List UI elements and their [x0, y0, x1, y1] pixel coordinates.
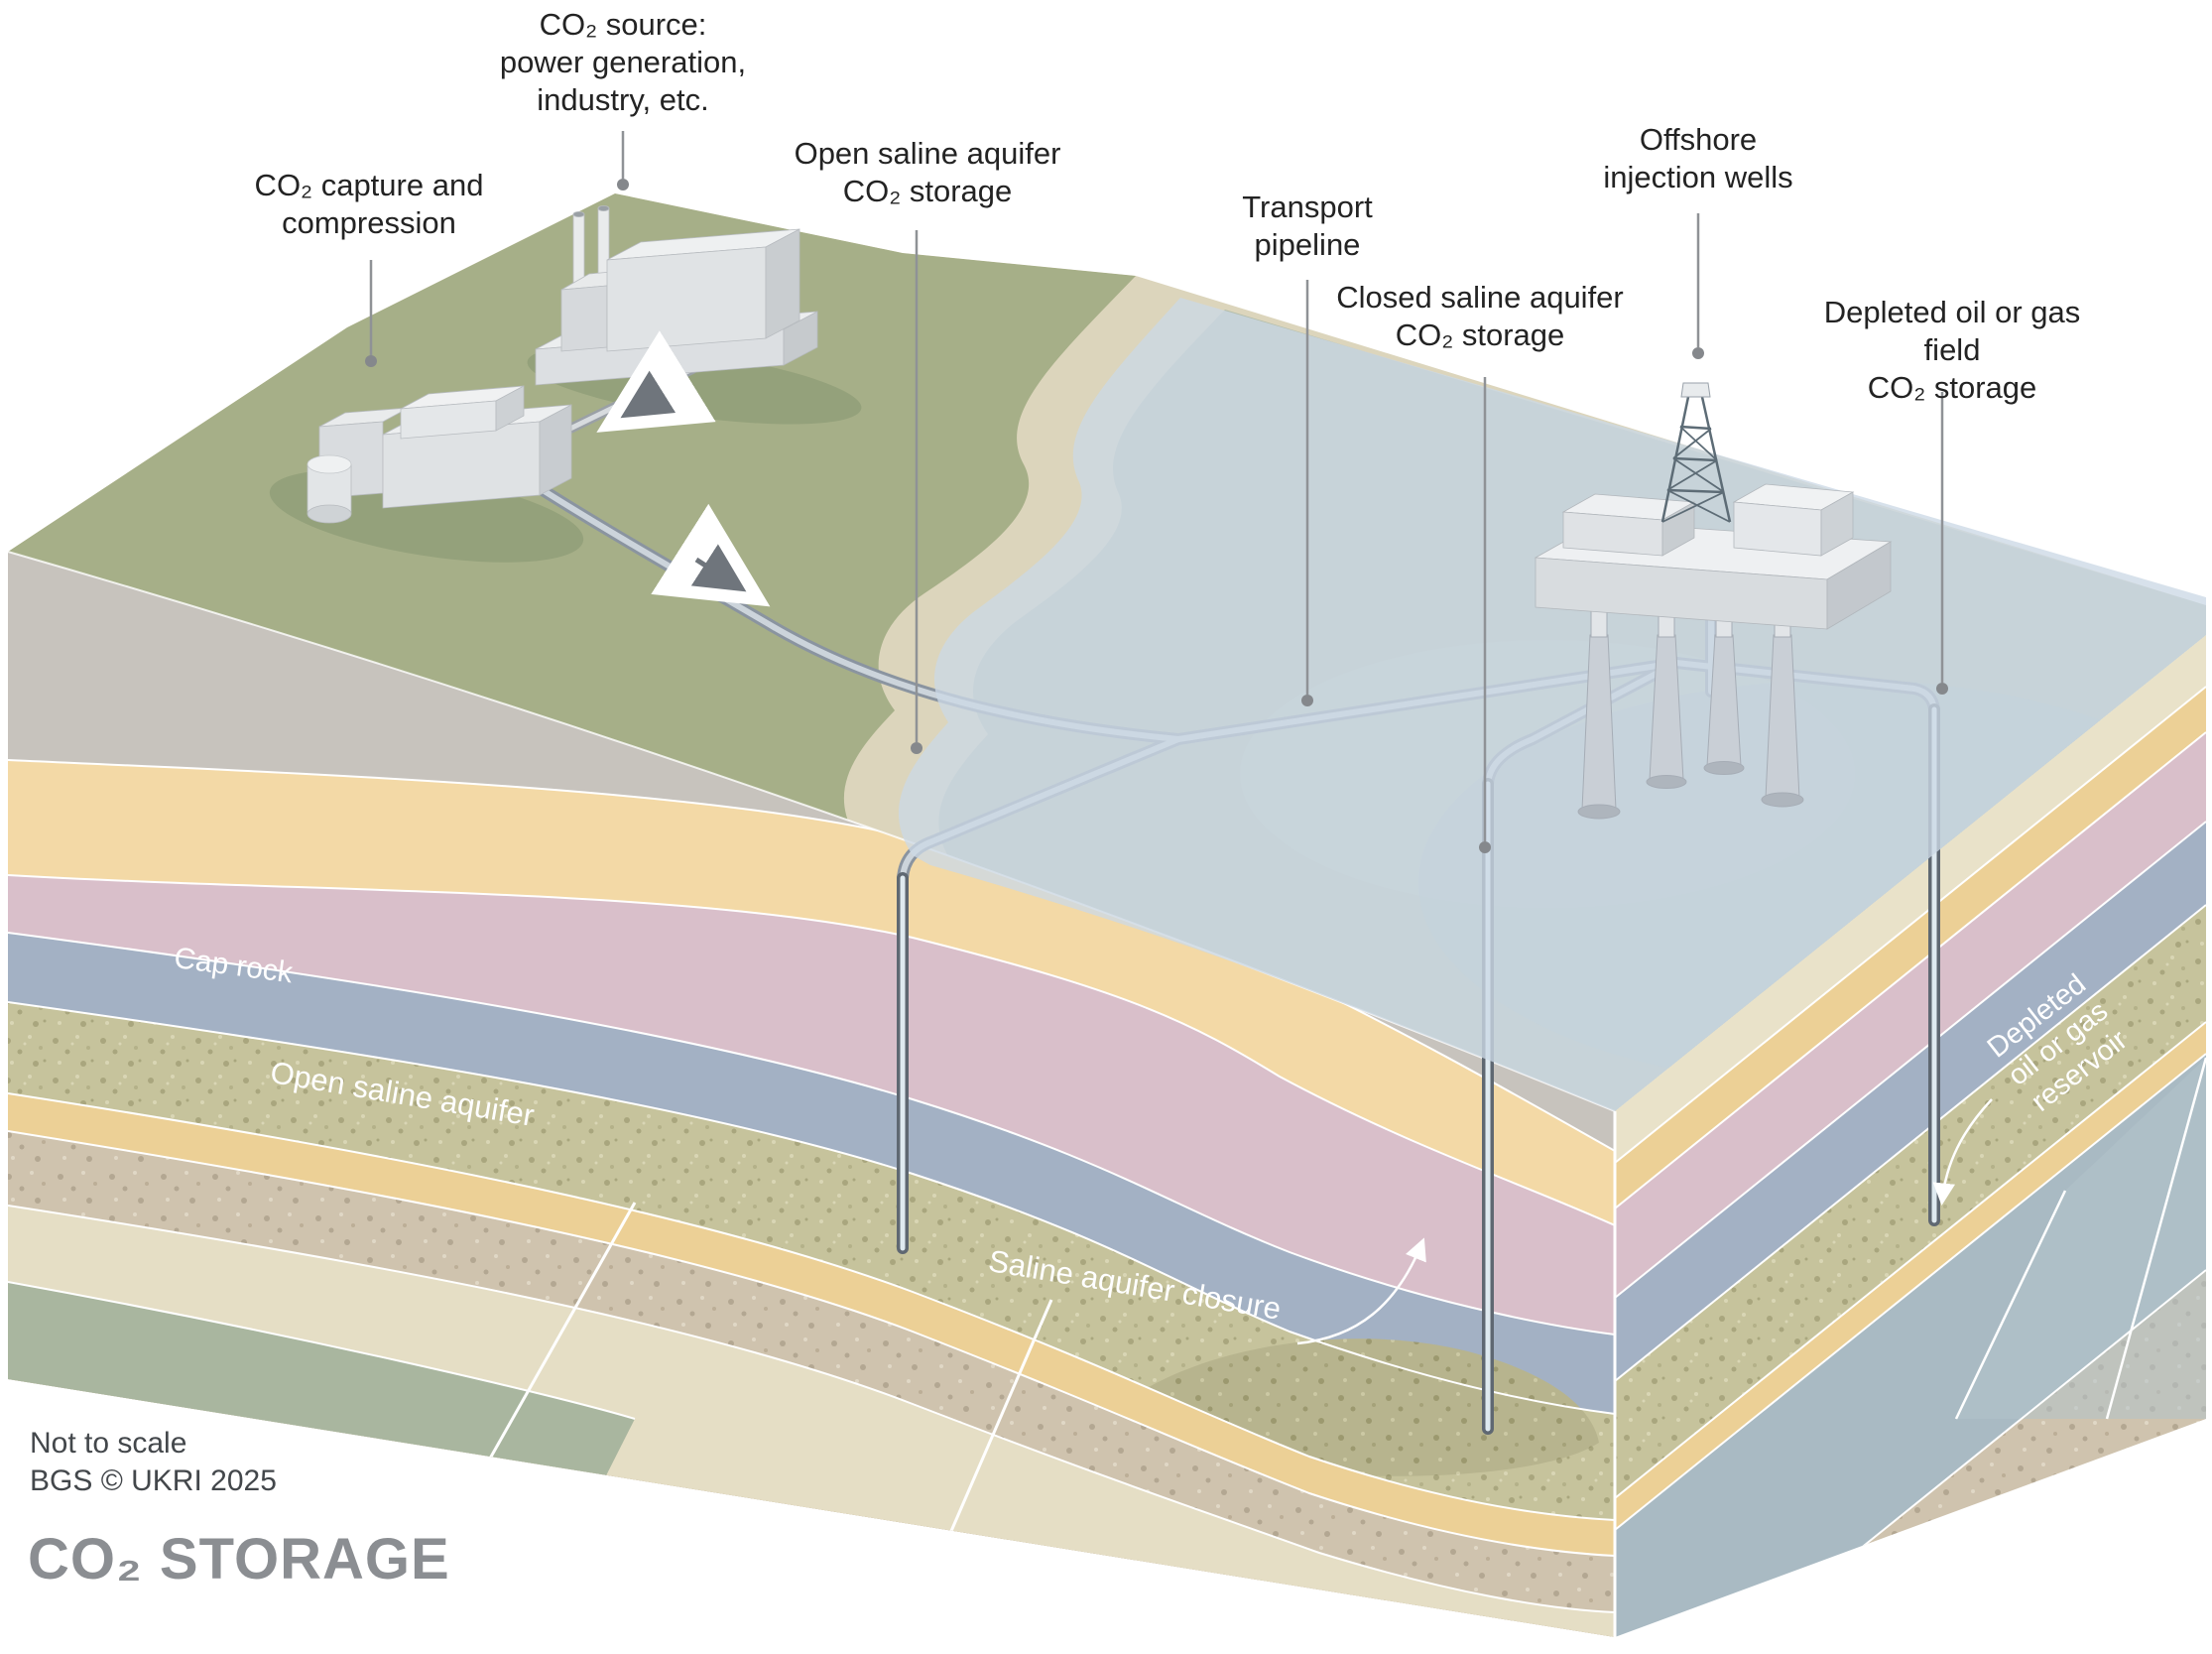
callout-co2-source: CO₂ source: power generation, industry, …: [499, 7, 747, 117]
land: [8, 193, 1136, 849]
flow-arrows: [596, 330, 771, 607]
callout-transport-pipeline: Transport pipeline: [1242, 190, 1373, 262]
platform-deck: [1534, 483, 1893, 630]
callout-open-saline: Open saline aquifer CO₂ storage: [794, 136, 1061, 208]
fault-line: [2105, 1057, 2206, 1420]
closure-pointer-arrow: [1296, 1237, 1426, 1345]
co2-flow-arrow: [620, 370, 676, 419]
platform-legs: [1577, 594, 1804, 820]
callout-offshore-wells: Offshore injection wells: [1603, 122, 1793, 194]
scale-credit-note: Not to scale BGS © UKRI 2025: [30, 1427, 277, 1497]
callout-depleted-field: Depleted oil or gas field CO₂ storage: [1823, 295, 2081, 405]
pipeline-flow-arrow: [690, 544, 747, 592]
capture-plant: [307, 385, 572, 524]
reservoir-pointer-arrow: [1932, 1098, 1993, 1206]
right-face-strata: [1615, 635, 2206, 1637]
fault-line: [1954, 1190, 2067, 1420]
callout-closed-saline: Closed saline aquifer CO₂ storage: [1336, 280, 1624, 352]
callout-co2-capture: CO₂ capture and compression: [254, 168, 484, 240]
offshore-platform: [1534, 382, 1893, 820]
leader-lines: [365, 131, 1948, 853]
derrick: [1660, 382, 1732, 523]
storage-tank: [307, 454, 352, 524]
sea: [898, 298, 2206, 1111]
figure-title: CO₂ STORAGE: [28, 1527, 450, 1591]
